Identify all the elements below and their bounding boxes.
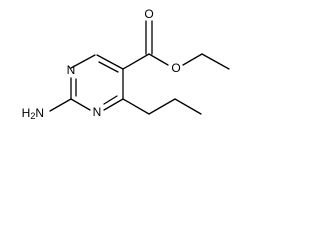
propyl-chain	[122, 98, 202, 115]
bond-oether-ch2	[182, 53, 203, 66]
atom-label-n1: N	[67, 63, 76, 77]
bond-ca-cb	[148, 98, 176, 115]
bond-ch2-ch3	[201, 53, 230, 70]
bond-c4-n3	[103, 98, 124, 111]
chemical-structure: N N H2N O O	[0, 0, 270, 140]
bond-cb-cc	[174, 98, 202, 115]
bond-c6-c5-inner	[98, 61, 119, 73]
bond-c6-c5	[96, 54, 124, 70]
atom-label-n3: N	[93, 105, 102, 119]
bond-c2-nh2	[49, 98, 72, 112]
atom-label-amine: H2N	[22, 106, 44, 121]
ethyl-ester	[122, 20, 230, 70]
bond-n3-c2	[70, 98, 91, 111]
bond-c5-cester	[122, 53, 150, 70]
bond-cester-oether	[148, 53, 169, 66]
atom-label-o-ether: O	[171, 61, 180, 75]
bond-n1-c6	[70, 54, 96, 69]
atom-label-o-carbonyl: O	[144, 7, 153, 21]
background	[0, 0, 270, 140]
bond-c4-n3-inner	[103, 95, 118, 105]
bond-c4-ca	[122, 98, 150, 115]
pyrimidine-ring	[70, 54, 124, 111]
